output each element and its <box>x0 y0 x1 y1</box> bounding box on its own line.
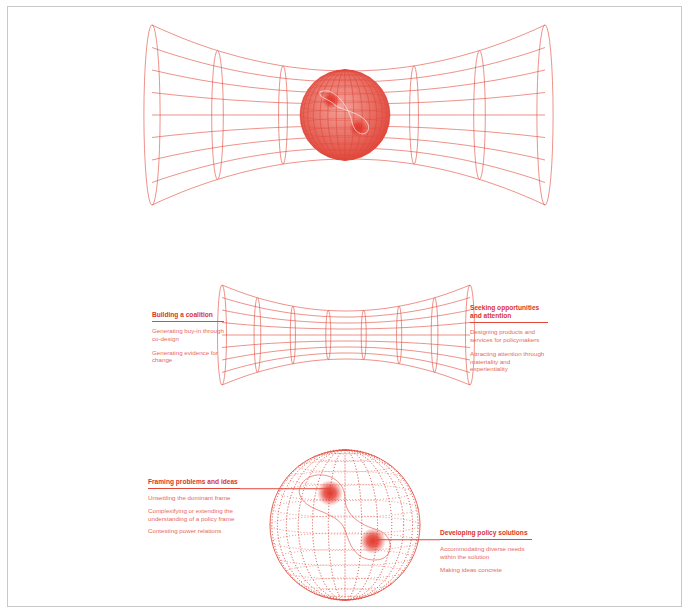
group-heading: Framing problems and ideas <box>148 478 240 489</box>
sphere-small <box>300 70 390 160</box>
hyperboloid-large <box>144 25 553 205</box>
sphere-meridian <box>312 450 377 600</box>
group-heading: Developing policy solutions <box>440 529 532 540</box>
orbit-loop <box>320 91 369 134</box>
hyperboloid-line <box>222 347 470 360</box>
sphere-latitude <box>303 127 386 137</box>
sphere-meridian <box>320 70 370 160</box>
sphere-large <box>270 450 420 600</box>
group-heading: Building a coalition <box>152 311 224 322</box>
sphere-meridian <box>301 70 389 160</box>
group-item: Accommodating diverse needs within the s… <box>440 545 532 561</box>
sphere-meridian <box>313 70 377 160</box>
group-item: Complexifying or extending the understan… <box>148 507 240 523</box>
hyperboloid-small <box>218 285 475 385</box>
group-item: Making ideas concrete <box>440 566 532 574</box>
leader-line <box>373 540 374 541</box>
group-item: Unsettling the dominant frame <box>148 494 240 502</box>
sphere-meridian <box>286 450 403 600</box>
group-item: Generating buy-in through co-design <box>152 327 224 343</box>
sphere-meridian <box>308 70 383 160</box>
sphere-latitude <box>277 549 412 565</box>
sphere-meridian <box>336 70 354 160</box>
hyperboloid-line <box>222 359 470 385</box>
sphere-meridian <box>272 450 418 600</box>
sphere-fill <box>300 70 390 160</box>
sphere-meridian <box>328 450 361 600</box>
blob <box>360 528 386 554</box>
sphere-latitude <box>328 596 361 600</box>
leader-line <box>373 539 440 540</box>
group-item: Designing products and services for poli… <box>470 328 548 344</box>
sphere-meridian <box>328 70 362 160</box>
group-item: Contesting power relations <box>148 527 240 535</box>
hyperboloid-line <box>222 341 470 348</box>
sphere-outline <box>270 450 420 600</box>
sphere-meridian <box>345 450 346 600</box>
sphere-meridian <box>286 450 403 600</box>
sphere-meridian <box>277 450 412 600</box>
sphere-meridian <box>313 70 377 160</box>
group-item: Generating evidence for change <box>152 349 224 365</box>
sphere-meridian <box>345 70 346 160</box>
orbit-loop <box>299 475 390 560</box>
sphere-latitude <box>286 565 403 579</box>
sphere-meridian <box>303 70 386 160</box>
sphere-meridian <box>298 450 392 600</box>
sphere-meridian <box>328 70 362 160</box>
sphere-latitude <box>272 533 418 551</box>
sphere-meridian <box>272 450 418 600</box>
hyperboloid-line <box>152 159 545 205</box>
hyperboloid-line <box>222 310 470 323</box>
leader-line <box>330 489 331 493</box>
sphere-meridian <box>303 70 386 160</box>
hyperboloid-line <box>222 298 470 318</box>
group-item: Attracting attention through materiality… <box>470 350 548 373</box>
blob <box>317 480 343 506</box>
sphere-meridian <box>308 70 383 160</box>
hyperboloid-line <box>152 25 545 71</box>
sphere-outline <box>300 70 390 160</box>
leader-line <box>240 488 330 489</box>
group-heading: Seeking opportunities and attention <box>470 304 548 323</box>
sphere-meridian <box>301 70 389 160</box>
sphere-meridian <box>312 450 377 600</box>
hyperboloid-line <box>222 353 470 373</box>
leader-lines <box>240 489 440 541</box>
sphere-latitude <box>301 118 389 129</box>
hyperboloid-line <box>222 335 470 336</box>
sphere-meridian <box>336 70 354 160</box>
sphere-meridian <box>320 70 370 160</box>
hyperboloid-line <box>222 323 470 330</box>
sphere-meridian <box>277 450 412 600</box>
sphere-meridian <box>328 450 361 600</box>
